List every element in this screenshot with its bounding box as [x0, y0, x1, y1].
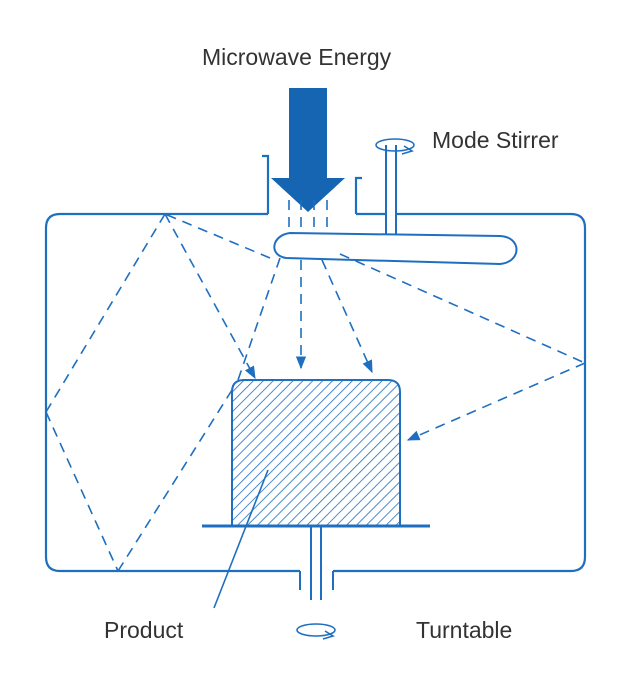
stirrer-rotation-arrowhead-icon [401, 145, 414, 155]
microwave-energy-label: Microwave Energy [202, 44, 392, 70]
mode-stirrer-paddle [273, 231, 518, 266]
waveguide-right-wall [354, 176, 362, 214]
ray-to-product-right-top [321, 259, 373, 374]
turntable-bottom-opening [299, 571, 334, 590]
zigzag-ray-a [164, 213, 271, 259]
product-label: Product [104, 617, 184, 643]
mode-stirrer-label: Mode Stirrer [432, 127, 559, 153]
turntable-label: Turntable [416, 617, 513, 643]
zigzag-ray-c [45, 411, 119, 572]
ray-to-right-wall [339, 253, 586, 364]
zigzag-ray-e [164, 213, 256, 380]
turntable-rotation-icon [296, 623, 336, 637]
product-block [231, 379, 401, 527]
reflection-to-product-side [406, 362, 586, 441]
zigzag-ray-b [45, 213, 166, 413]
microwave-energy-arrow [271, 88, 345, 212]
mode-stirrer-shaft [385, 145, 397, 240]
turntable-rotation-arrowhead-icon [322, 630, 335, 640]
oven-cavity-outline [44, 212, 587, 573]
stirrer-rotation-icon [375, 138, 415, 152]
waveguide-left-wall [262, 154, 270, 214]
ray-to-left-bounce [237, 257, 281, 381]
product-leader-line [213, 469, 269, 609]
zigzag-ray-d [117, 389, 233, 572]
turntable-shaft [310, 527, 322, 600]
